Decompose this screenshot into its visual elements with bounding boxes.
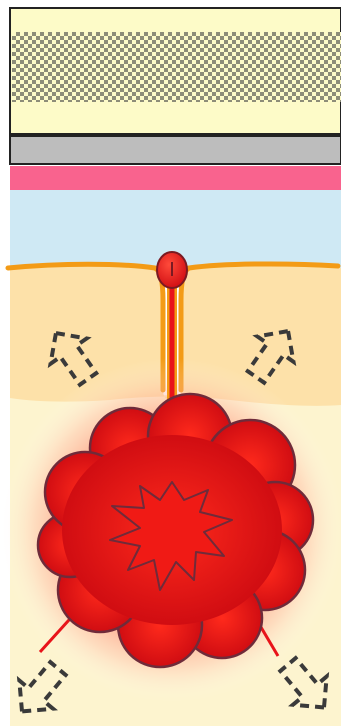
outer-textured-layer <box>10 8 341 134</box>
gray-layer <box>10 136 341 164</box>
pink-layer <box>10 166 341 190</box>
